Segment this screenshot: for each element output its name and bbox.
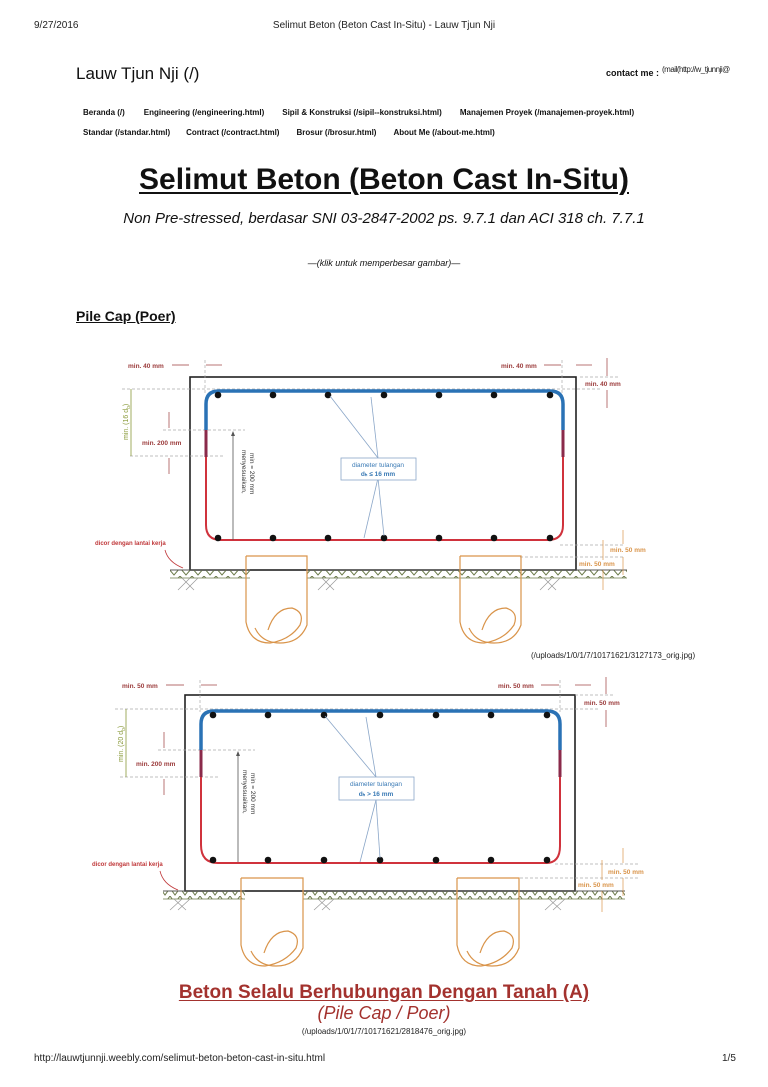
nav-contract[interactable]: Contract (/contract.html) — [186, 128, 280, 137]
nav-engineering[interactable]: Engineering (/engineering.html) — [143, 108, 265, 117]
svg-text:menyesuaikan,: menyesuaikan, — [240, 450, 247, 494]
figure-1-link[interactable]: (/uploads/1/0/1/7/10171621/3127173_orig.… — [531, 651, 696, 660]
svg-text:min. 50 mm: min. 50 mm — [122, 683, 158, 690]
svg-text:dₕ ≤ 16 mm: dₕ ≤ 16 mm — [361, 471, 396, 478]
nav-brosur[interactable]: Brosur (/brosur.html) — [296, 128, 377, 137]
svg-text:min. 50 mm: min. 50 mm — [498, 683, 534, 690]
print-date: 9/27/2016 — [34, 20, 79, 31]
svg-text:min. 40 mm: min. 40 mm — [585, 381, 621, 388]
page-title-text: Selimut Beton (Beton Cast In-Situ) — [139, 163, 629, 196]
svg-text:dicor dengan lantai kerja: dicor dengan lantai kerja — [92, 862, 163, 868]
section-heading: Pile Cap (Poer) — [76, 308, 176, 324]
svg-text:min = 200 mm: min = 200 mm — [249, 773, 256, 814]
svg-text:min. 50 mm: min. 50 mm — [610, 547, 646, 554]
figure-2-link[interactable]: (/uploads/1/0/1/7/10171621/2818476_orig.… — [301, 1027, 467, 1036]
print-page-number: 1/5 — [722, 1053, 736, 1064]
svg-text:min. (16 db): min. (16 db) — [123, 404, 132, 440]
svg-text:min. 50 mm: min. 50 mm — [579, 561, 615, 568]
print-title: Selimut Beton (Beton Cast In-Situ) - Lau… — [272, 20, 496, 31]
svg-text:dₕ > 16 mm: dₕ > 16 mm — [359, 791, 394, 798]
svg-text:min. 40 mm: min. 40 mm — [501, 363, 537, 370]
nav-row-2: Standar (/standar.html) Contract (/contr… — [83, 128, 495, 137]
svg-text:diameter tulangan: diameter tulangan — [352, 462, 404, 469]
svg-text:min. 200 mm: min. 200 mm — [142, 440, 182, 447]
svg-text:min. 40 mm: min. 40 mm — [128, 363, 164, 370]
page-title: Selimut Beton (Beton Cast In-Situ) — [0, 163, 768, 197]
nav-row-1: Beranda (/) Engineering (/engineering.ht… — [83, 108, 634, 117]
nav-beranda[interactable]: Beranda (/) — [83, 108, 125, 117]
contact-label: contact me : — [606, 68, 660, 78]
enlarge-hint: —(klik untuk memperbesar gambar)— — [307, 258, 461, 268]
svg-text:min. 50 mm: min. 50 mm — [584, 700, 620, 707]
nav-about-me[interactable]: About Me (/about-me.html) — [393, 128, 495, 137]
svg-text:dicor dengan lantai kerja: dicor dengan lantai kerja — [95, 541, 166, 547]
svg-text:diameter tulangan: diameter tulangan — [350, 781, 402, 788]
figure-2-caption-title: Beton Selalu Berhubungan Dengan Tanah (A… — [178, 982, 590, 1003]
nav-standar[interactable]: Standar (/standar.html) — [83, 128, 171, 137]
pile-cap-diagram-2[interactable]: diameter tulangan dₕ > 16 mm menyesuaika… — [0, 670, 768, 975]
print-url: http://lauwtjunnji.weebly.com/selimut-be… — [34, 1053, 326, 1064]
nav-sipil-konstruksi[interactable]: Sipil & Konstruksi (/sipil--konstruksi.h… — [282, 108, 442, 117]
svg-text:min. (20 db): min. (20 db) — [118, 726, 127, 762]
svg-text:min = 200 mm: min = 200 mm — [248, 453, 255, 494]
svg-text:min. 200 mm: min. 200 mm — [136, 761, 176, 768]
nav-manajemen-proyek[interactable]: Manajemen Proyek (/manajemen-proyek.html… — [459, 108, 635, 117]
svg-text:min. 50 mm: min. 50 mm — [608, 869, 644, 876]
contact-email-link[interactable]: (mail(http://w_tjunnji@ — [662, 65, 730, 74]
page-subtitle: Non Pre-stressed, berdasar SNI 03-2847-2… — [123, 210, 645, 227]
figure-2-caption-sub: (Pile Cap / Poer) — [317, 1003, 451, 1023]
svg-text:min. 50 mm: min. 50 mm — [578, 882, 614, 889]
svg-text:menyesuaikan,: menyesuaikan, — [241, 770, 248, 814]
pile-cap-diagram-1[interactable]: diameter tulangan dₕ ≤ 16 mm menyesuaika… — [0, 350, 768, 655]
site-title-link[interactable]: Lauw Tjun Nji (/) — [76, 64, 200, 83]
